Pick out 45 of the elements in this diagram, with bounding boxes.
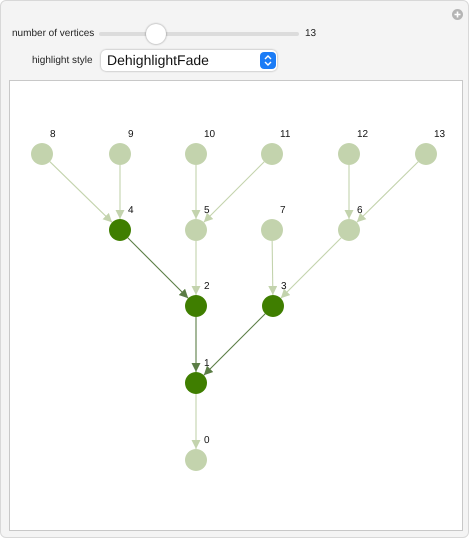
vertex-label: 10 — [204, 129, 216, 140]
slider-value: 13 — [305, 28, 316, 39]
arrow — [203, 313, 266, 376]
vertex-circle — [185, 372, 207, 394]
arrow — [192, 241, 200, 295]
vertex-circle — [31, 143, 53, 165]
vertex-label: 8 — [50, 129, 56, 140]
vertex-circle — [261, 143, 283, 165]
arrow — [192, 165, 200, 219]
vertex-label: 0 — [204, 435, 210, 446]
vertex-circle — [261, 219, 283, 241]
vertex-circle — [109, 143, 131, 165]
vertex-label: 11 — [280, 129, 290, 140]
vertex-circle — [338, 219, 360, 241]
arrow — [356, 161, 419, 223]
arrow — [203, 161, 265, 223]
vertex-circle — [262, 295, 284, 317]
vertex-circle — [185, 295, 207, 317]
vertex-label: 13 — [434, 129, 446, 140]
vertex-label: 7 — [280, 205, 286, 216]
arrow — [344, 165, 354, 219]
arrow — [280, 237, 342, 299]
vertex-circle — [415, 143, 437, 165]
vertex-label: 1 — [204, 358, 210, 369]
dropdown-label: highlight style — [32, 55, 93, 66]
vertex-label: 12 — [357, 129, 368, 140]
arrow — [268, 241, 278, 295]
vertex-circle — [185, 143, 207, 165]
vertex-label: 6 — [357, 205, 363, 216]
vertex-circle — [185, 219, 207, 241]
arrow — [192, 394, 200, 449]
dropdown-select: DehighlightFade — [101, 50, 277, 71]
arrow — [127, 237, 189, 299]
vertex-label: 3 — [281, 281, 287, 292]
vertex-circle — [109, 219, 131, 241]
arrow — [50, 161, 112, 223]
vertex-label: 9 — [128, 129, 134, 140]
vertex-label: 5 — [204, 205, 210, 216]
slider-label: number of vertices — [12, 28, 94, 39]
vertex-label: 2 — [204, 281, 210, 292]
vertex-circle — [185, 449, 207, 471]
vertex-label: 4 — [128, 205, 134, 216]
arrow — [116, 165, 124, 219]
arrow — [192, 317, 200, 372]
vertex-circle — [338, 143, 360, 165]
